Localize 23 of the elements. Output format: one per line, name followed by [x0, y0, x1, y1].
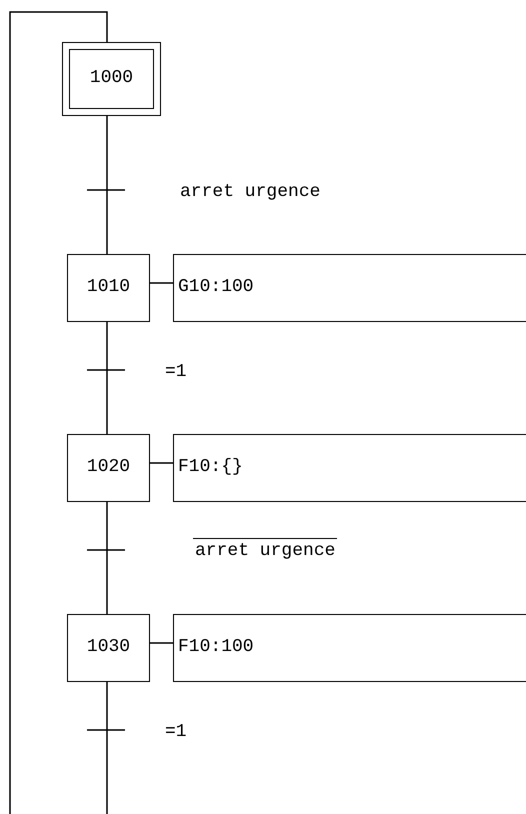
- step-box: [67, 254, 150, 322]
- negated-condition-label: arret urgence: [193, 538, 338, 561]
- sequence-line: [106, 322, 108, 434]
- sequence-line: [9, 11, 108, 814]
- sequence-line: [106, 116, 108, 254]
- action-box: [173, 614, 526, 682]
- action-link: [150, 642, 173, 644]
- action-box: [173, 254, 526, 322]
- step-number: 1020: [86, 457, 132, 477]
- condition-label: arret urgence: [178, 182, 322, 202]
- step-box: [67, 614, 150, 682]
- action-text: F10:100: [178, 637, 254, 657]
- sequence-line: [106, 502, 108, 614]
- initial-step-box: [62, 42, 161, 116]
- step-box: [67, 434, 150, 502]
- action-text: F10:{}: [178, 457, 243, 477]
- action-link: [150, 282, 173, 284]
- step-number: 1000: [88, 68, 134, 88]
- action-link: [150, 462, 173, 464]
- action-text: G10:100: [178, 277, 254, 297]
- action-box: [173, 434, 526, 502]
- step-number: 1010: [86, 277, 132, 297]
- step-number: 1030: [86, 637, 132, 657]
